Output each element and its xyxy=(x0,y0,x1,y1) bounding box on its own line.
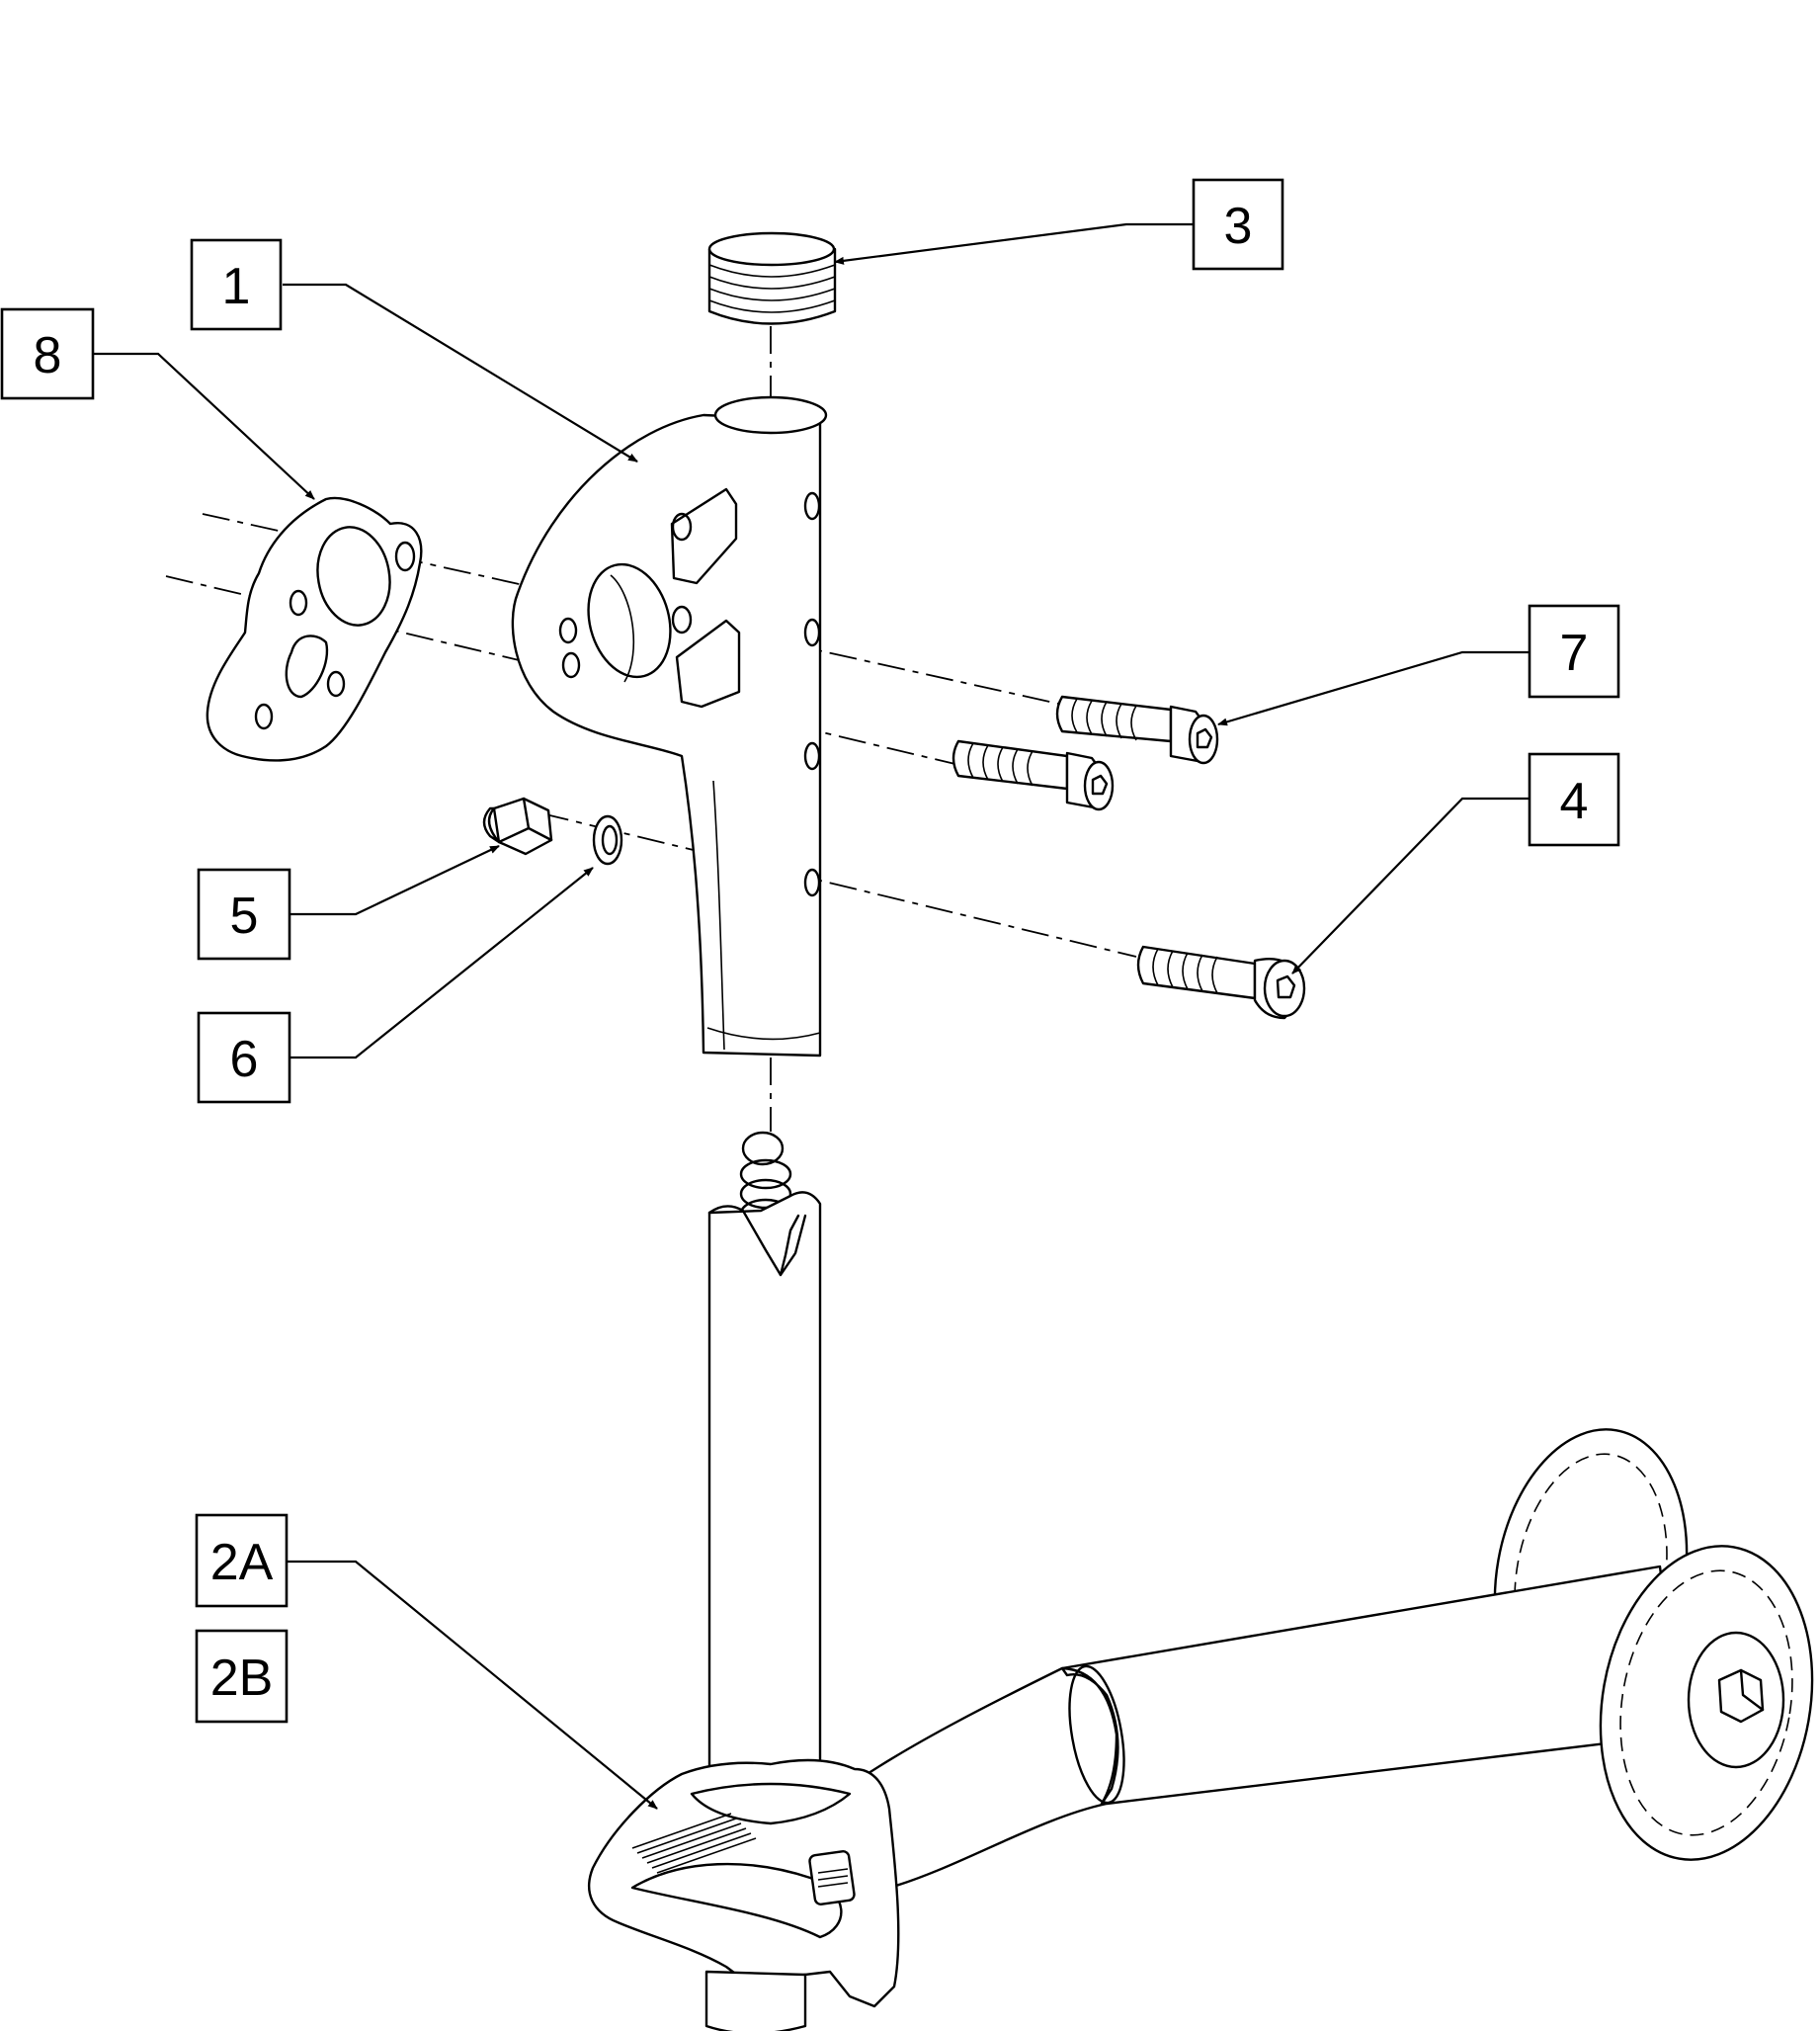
callout-box xyxy=(197,868,291,961)
callout-label: 2A xyxy=(210,1534,274,1591)
callout-1: 1 xyxy=(190,238,283,331)
callout-box xyxy=(195,1629,289,1724)
callout-box xyxy=(0,307,95,400)
caster-tube xyxy=(707,1191,822,1771)
washer-part-6 xyxy=(592,814,623,866)
bracket-part-1 xyxy=(511,395,828,1058)
callout-2a: 2A xyxy=(195,1513,289,1608)
callout-4: 4 xyxy=(1528,752,1620,847)
callout-3: 3 xyxy=(1192,178,1284,271)
callout-6: 6 xyxy=(197,1011,291,1104)
end-cap-part-3 xyxy=(707,231,837,325)
socket-cap-screw-lower xyxy=(951,739,1115,811)
callout-box xyxy=(190,238,283,331)
callout-label: 7 xyxy=(1560,625,1589,682)
callout-box xyxy=(197,1011,291,1104)
callout-box xyxy=(1192,178,1284,271)
button-head-screw-part-4 xyxy=(1136,945,1306,1020)
callout-label: 5 xyxy=(230,888,259,945)
callout-5: 5 xyxy=(197,868,291,961)
wheel-front xyxy=(1599,1545,1814,1861)
socket-cap-screw-upper xyxy=(1055,695,1219,765)
callout-label: 6 xyxy=(230,1031,259,1088)
plate-part-8 xyxy=(206,496,423,762)
callout-label: 8 xyxy=(34,327,62,384)
callout-2b: 2B xyxy=(195,1629,289,1724)
callout-labels: 1 3 8 7 4 5 6 2A 2B xyxy=(0,178,1620,1724)
callout-8: 8 xyxy=(0,307,95,400)
axle-arm xyxy=(858,1565,1682,1890)
nut-part-5 xyxy=(482,797,553,856)
callout-label: 3 xyxy=(1224,198,1253,255)
caster-housing-footplate xyxy=(588,1758,900,2031)
callout-box xyxy=(1528,604,1620,699)
callout-box xyxy=(1528,752,1620,847)
callout-label: 2B xyxy=(210,1650,274,1707)
callout-7: 7 xyxy=(1528,604,1620,699)
callout-label: 4 xyxy=(1560,773,1589,830)
leader-lines xyxy=(93,222,1530,1810)
callout-label: 1 xyxy=(222,258,251,315)
callout-box xyxy=(195,1513,289,1608)
